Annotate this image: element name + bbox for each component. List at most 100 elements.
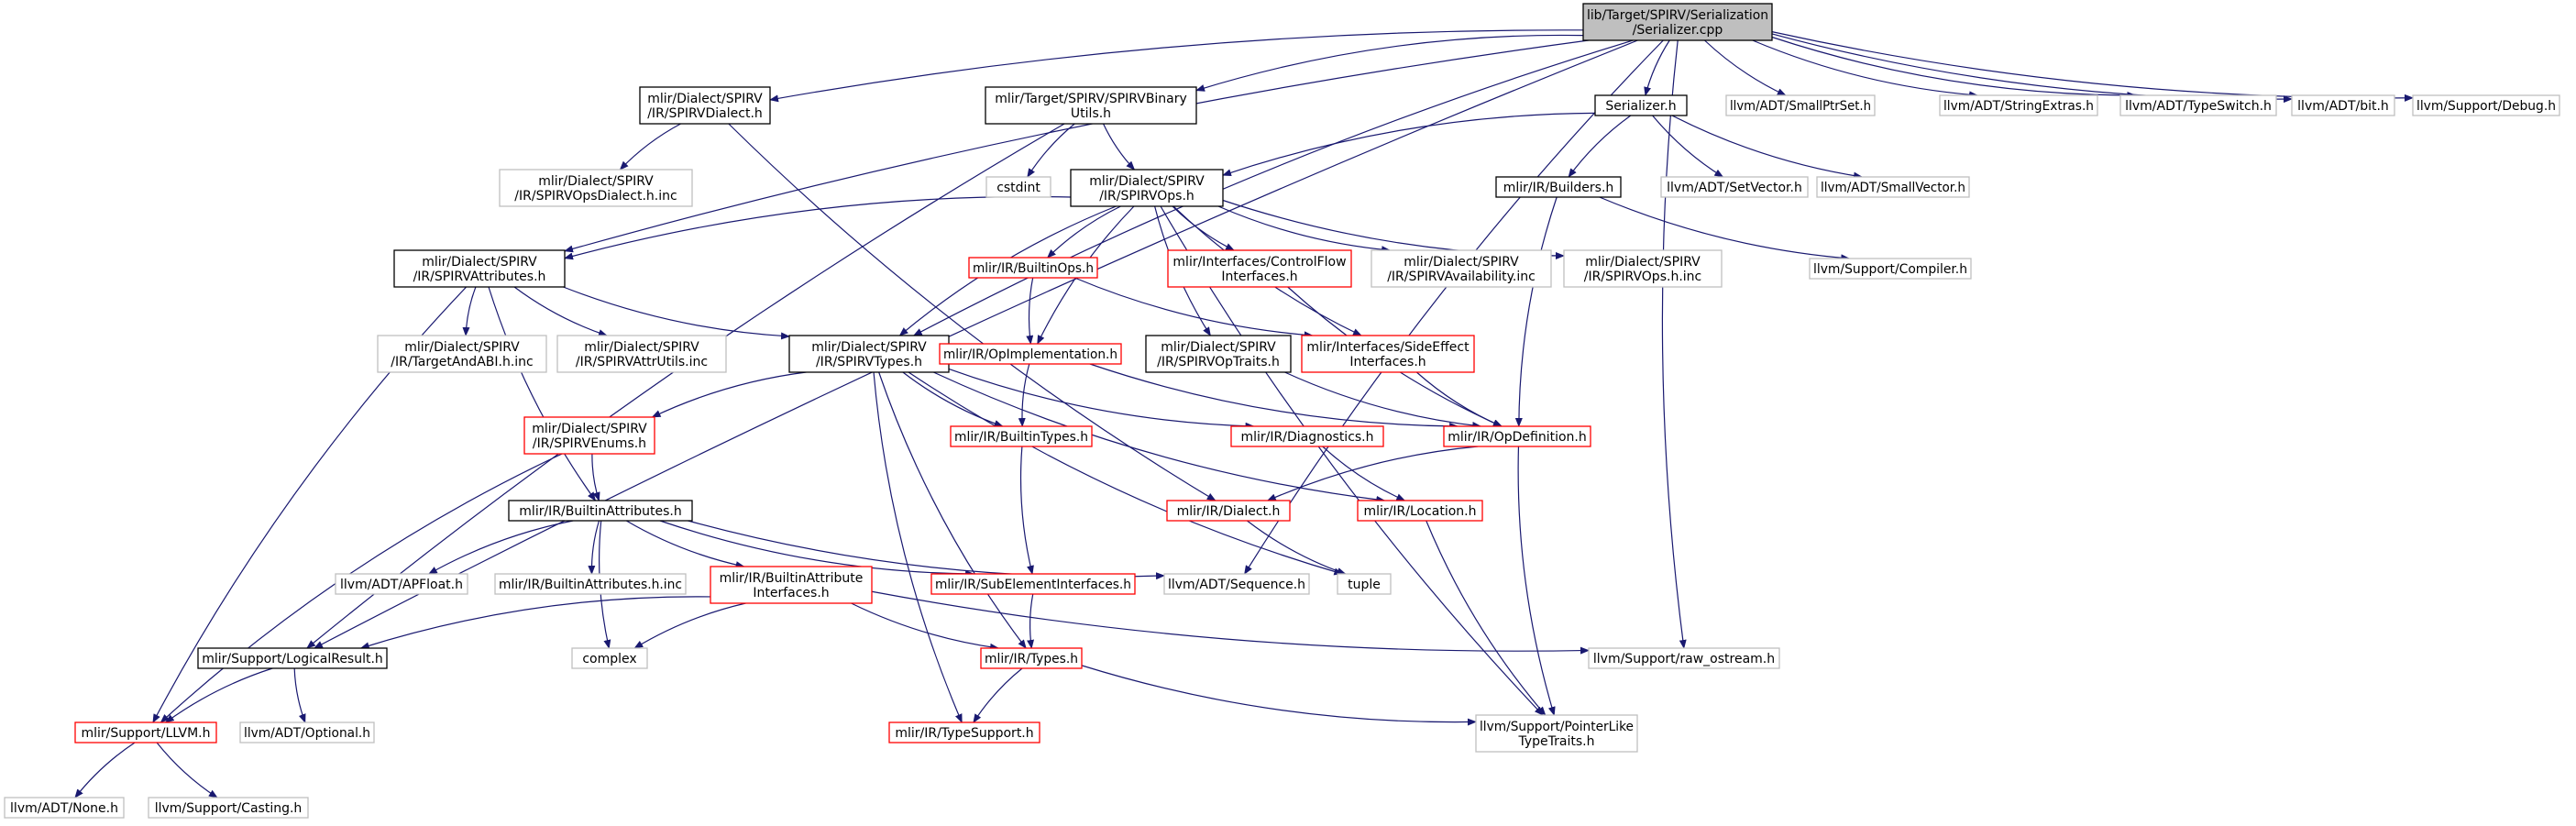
- edge-spirvtypes-to-typesupport: [873, 371, 963, 723]
- node-label: mlir/IR/Builders.h: [1503, 181, 1614, 195]
- node-location[interactable]: mlir/IR/Location.h: [1357, 500, 1483, 522]
- edge-spirvenums-to-llvmh: [160, 453, 563, 723]
- node-llvmh[interactable]: mlir/Support/LLVM.h: [74, 721, 217, 743]
- node-opdef[interactable]: mlir/IR/OpDefinition.h: [1443, 425, 1591, 447]
- node-box: [508, 500, 693, 522]
- node-box: [1337, 573, 1392, 595]
- node-root[interactable]: lib/Target/SPIRV/Serialization/Serialize…: [1582, 3, 1773, 41]
- node-box: [74, 721, 217, 743]
- node-serializer[interactable]: Serializer.h: [1594, 94, 1688, 116]
- node-opsdialectinc: mlir/Dialect/SPIRV/IR/SPIRVOpsDialect.h.…: [499, 169, 693, 207]
- node-dialect[interactable]: mlir/IR/Dialect.h: [1166, 500, 1291, 522]
- node-box: [1371, 249, 1552, 288]
- node-label: mlir/Dialect/SPIRV: [1585, 255, 1701, 270]
- edge-opdef-to-pointerlike: [1517, 446, 1556, 716]
- edge-serializer-to-spirvops: [1222, 112, 1596, 177]
- node-spirvops[interactable]: mlir/Dialect/SPIRV/IR/SPIRVOps.h: [1070, 169, 1224, 207]
- node-label: llvm/Support/Compiler.h: [1813, 262, 1967, 277]
- edge-root-to-spirvdialect: [769, 29, 1584, 103]
- node-subelem[interactable]: mlir/IR/SubElementInterfaces.h: [930, 573, 1136, 595]
- edge-sideeffect-to-opdef: [1415, 371, 1503, 427]
- edge-root-to-typeswitch: [1771, 36, 2137, 99]
- node-box: [393, 249, 566, 288]
- node-spirvattrs[interactable]: mlir/Dialect/SPIRV/IR/SPIRVAttributes.h: [393, 249, 566, 288]
- node-casting: llvm/Support/Casting.h: [148, 797, 309, 819]
- edge-serializer-to-setvector: [1652, 115, 1724, 178]
- node-cstdint: cstdint: [985, 176, 1051, 198]
- node-builders[interactable]: mlir/IR/Builders.h: [1495, 176, 1622, 198]
- edge-optraits-to-opdef: [1284, 371, 1482, 429]
- node-label: llvm/ADT/TypeSwitch.h: [2125, 99, 2272, 114]
- edge-root-to-spirvattrs: [564, 39, 1589, 253]
- edge-spirvtypes-to-diagnostics: [948, 368, 1255, 430]
- node-label: llvm/ADT/SmallPtrSet.h: [1730, 99, 1871, 114]
- edge-llvmh-to-none: [74, 742, 136, 798]
- node-box: [1809, 258, 1972, 280]
- node-box: [2291, 94, 2395, 116]
- node-label: mlir/Support/LLVM.h: [82, 726, 211, 741]
- node-optraits[interactable]: mlir/Dialect/SPIRV/IR/SPIRVOpTraits.h: [1145, 335, 1292, 373]
- edge-spirvenums-to-builtinattrs: [591, 453, 600, 501]
- node-label: mlir/Interfaces/SideEffect: [1306, 340, 1470, 355]
- node-label: Interfaces.h: [1221, 270, 1297, 284]
- edge-subelem-to-types: [1027, 593, 1035, 649]
- node-label: llvm/Support/Casting.h: [155, 801, 303, 816]
- node-types[interactable]: mlir/IR/Types.h: [980, 647, 1083, 669]
- node-opimpl[interactable]: mlir/IR/OpImplementation.h: [939, 343, 1122, 365]
- node-availinc: mlir/Dialect/SPIRV/IR/SPIRVAvailability.…: [1371, 249, 1552, 288]
- edge-spirvattrs-to-spirvtypes: [563, 286, 790, 340]
- node-box: [4, 797, 125, 819]
- edge-root-to-binaryutils: [1195, 34, 1584, 92]
- node-label: mlir/Dialect/SPIRV: [532, 422, 647, 436]
- node-box: [1145, 335, 1292, 373]
- node-targetabi: mlir/Dialect/SPIRV/IR/TargetAndABI.h.inc: [377, 335, 547, 373]
- node-label: mlir/Dialect/SPIRV: [584, 340, 699, 355]
- node-label: /IR/SPIRVOps.h: [1099, 189, 1194, 204]
- node-label: Utils.h: [1071, 106, 1111, 121]
- node-builtintypes[interactable]: mlir/IR/BuiltinTypes.h: [950, 425, 1093, 447]
- node-label: llvm/Support/PointerLike: [1480, 720, 1634, 734]
- edge-root-to-spirvtypes: [912, 39, 1634, 336]
- node-box: [710, 566, 873, 604]
- node-label: /IR/SPIRVOpTraits.h: [1157, 355, 1280, 369]
- node-box: [1588, 647, 1780, 669]
- edge-root-to-rawostream: [1661, 39, 1687, 649]
- node-label: llvm/ADT/SmallVector.h: [1821, 181, 1965, 195]
- node-label: /IR/SPIRVEnums.h: [533, 436, 646, 451]
- edge-root-to-stringextras: [1752, 39, 1979, 99]
- edge-builtinattrs-to-battrsinc: [588, 520, 600, 575]
- edge-binaryutils-to-spirvops: [1103, 123, 1136, 171]
- node-spirvdialect[interactable]: mlir/Dialect/SPIRV/IR/SPIRVDialect.h: [639, 86, 771, 125]
- node-builtinattrs[interactable]: mlir/IR/BuiltinAttributes.h: [508, 500, 693, 522]
- node-label: mlir/IR/BuiltinAttribute: [720, 571, 864, 586]
- node-logicalresult[interactable]: mlir/Support/LogicalResult.h: [197, 647, 388, 669]
- node-spirvtypes[interactable]: mlir/Dialect/SPIRV/IR/SPIRVTypes.h: [788, 335, 950, 373]
- node-label: llvm/ADT/Sequence.h: [1168, 578, 1305, 592]
- node-box: [1167, 249, 1352, 288]
- node-box: [1563, 249, 1723, 288]
- edge-location-to-pointerlike: [1426, 520, 1547, 716]
- node-box: [1660, 176, 1809, 198]
- node-label: mlir/Dialect/SPIRV: [811, 340, 927, 355]
- node-builtinops[interactable]: mlir/IR/BuiltinOps.h: [968, 257, 1098, 279]
- node-box: [1816, 176, 1970, 198]
- node-box: [1070, 169, 1224, 207]
- node-box: [571, 647, 648, 669]
- node-label: llvm/ADT/Optional.h: [244, 726, 370, 741]
- edge-spirvtypes-to-spirvenums: [651, 371, 807, 418]
- node-typesupport[interactable]: mlir/IR/TypeSupport.h: [888, 721, 1040, 743]
- node-opsinc: mlir/Dialect/SPIRV/IR/SPIRVOps.h.inc: [1563, 249, 1723, 288]
- node-label: Serializer.h: [1605, 99, 1676, 114]
- node-compiler: llvm/Support/Compiler.h: [1809, 258, 1972, 280]
- node-box: [968, 257, 1098, 279]
- node-spirvenums[interactable]: mlir/Dialect/SPIRV/IR/SPIRVEnums.h: [523, 416, 655, 455]
- node-box: [2412, 94, 2560, 116]
- edge-binaryutils-to-cstdint: [1027, 123, 1075, 178]
- node-box: [556, 335, 727, 373]
- node-diagnostics[interactable]: mlir/IR/Diagnostics.h: [1230, 425, 1384, 447]
